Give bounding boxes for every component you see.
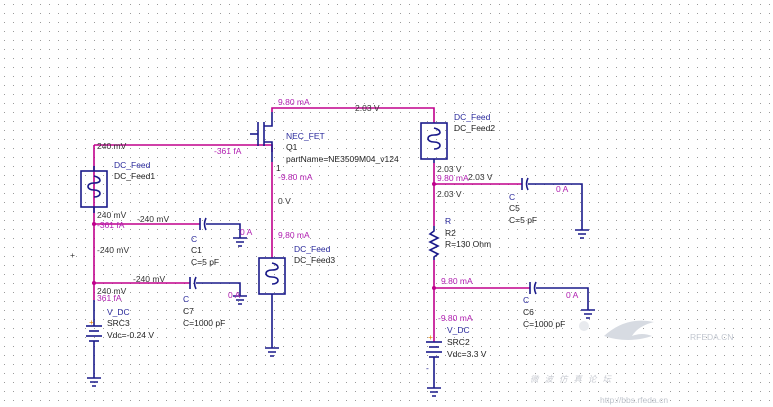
watermark: RFEDA.CN 微波仿真论坛 http://bbs.rfeda.cn (530, 320, 733, 405)
ann-r2-bottom-current: 9.80 mA (441, 276, 473, 286)
c6-type: C (523, 295, 529, 305)
resistor-r2[interactable] (428, 226, 440, 260)
r2-ref: R2 (445, 228, 456, 238)
capacitor-c7[interactable] (189, 276, 241, 296)
ann-c5-node-voltage: 2.03 V (468, 172, 493, 182)
source-src2[interactable] (426, 341, 442, 388)
cursor-cross: + (70, 250, 75, 260)
ann-c5-current: 0 A (556, 184, 569, 194)
c1-ref: C1 (191, 245, 202, 255)
r2-type: R (445, 216, 451, 226)
capacitor-c1[interactable] (199, 217, 241, 238)
ann-left-bottom-voltage: 240 mV (97, 286, 127, 296)
ground-feed3 (265, 347, 279, 357)
src3-ref: SRC3 (107, 318, 130, 328)
junctions (92, 182, 436, 290)
c1-value: C=5 pF (191, 257, 219, 267)
dc-feed1[interactable] (80, 166, 108, 213)
q1-type: NEC_FET (286, 131, 325, 141)
c7-type: C (183, 294, 189, 304)
capacitor-c6[interactable] (529, 281, 589, 310)
ann-src2-current: -9.80 mA (438, 313, 473, 323)
src2-value: Vdc=3.3 V (447, 349, 487, 359)
bird-logo-icon (579, 320, 654, 340)
ann-gate-current: -361 fA (214, 146, 242, 156)
ann-source-current: -9.80 mA (278, 172, 313, 182)
ground-c6 (581, 309, 595, 319)
src3-type: V_DC (107, 307, 130, 317)
q1-ref: Q1 (286, 142, 298, 152)
capacitor-c5[interactable] (521, 177, 583, 230)
feed3-ref: DC_Feed3 (294, 255, 335, 265)
ground-c7 (233, 295, 247, 305)
ann-feed1-voltage: 240 mV (97, 210, 127, 220)
c7-value: C=1000 pF (183, 318, 225, 328)
q1-part: partName=NE3509M04_v124 (286, 154, 399, 164)
ann-drain-current: 9.80 mA (278, 97, 310, 107)
ground-c5 (575, 229, 589, 239)
ann-feed1-current: -361 fA (97, 220, 125, 230)
c1-type: C (191, 234, 197, 244)
ann-c1-current: 0 A (240, 227, 253, 237)
dc-feed2[interactable] (420, 122, 448, 163)
ann-c7-current: 0 A (228, 290, 241, 300)
c6-value: C=1000 pF (523, 319, 565, 329)
src3-value: Vdc=-0.24 V (107, 330, 154, 340)
feed2-ref: DC_Feed2 (454, 123, 495, 133)
ann-c6-current: 0 A (566, 290, 579, 300)
dc-feed3[interactable] (258, 257, 286, 348)
q1-pin: 1 (276, 163, 281, 173)
ann-r-top-voltage: 2.03 V (437, 189, 462, 199)
source-src3[interactable] (86, 300, 102, 378)
feed3-type: DC_Feed (294, 244, 331, 254)
c6-ref: C6 (523, 307, 534, 317)
ann-feed2-current: 9.80 mA (437, 173, 469, 183)
src2-type: V_DC (447, 325, 470, 335)
watermark-title: 微波仿真论坛 (530, 374, 617, 385)
ann-feed2-voltage: 2.03 V (437, 164, 462, 174)
src2-ref: SRC2 (447, 337, 470, 347)
src2-minus: - (426, 363, 429, 373)
ann-c1-node-voltage: -240 mV (137, 214, 169, 224)
src3-plus: + (89, 317, 94, 327)
ann-c7-node-voltage: -240 mV (133, 274, 165, 284)
ground-src2 (427, 387, 441, 397)
c5-ref: C5 (509, 203, 520, 213)
src2-plus: + (428, 332, 433, 342)
ann-left-bottom-current: 361 fA (97, 293, 122, 303)
ann-mid-left-voltage: -240 mV (97, 245, 129, 255)
c7-ref: C7 (183, 306, 194, 316)
ground-src3 (87, 377, 101, 387)
c5-value: C=5 pF (509, 215, 537, 225)
ground-c1 (233, 237, 247, 247)
ann-feed3-current: 9.80 mA (278, 230, 310, 240)
r2-value: R=130 Ohm (445, 239, 491, 249)
ann-source-voltage: 0 V (278, 196, 291, 206)
ann-drain-voltage: 2.03 V (355, 103, 380, 113)
watermark-brand: RFEDA.CN (690, 332, 733, 342)
feed2-type: DC_Feed (454, 112, 491, 122)
feed1-type: DC_Feed (114, 160, 151, 170)
ann-gate-voltage: 240 mV (97, 141, 127, 151)
wire-drain (271, 107, 435, 123)
feed1-ref: DC_Feed1 (114, 171, 155, 181)
transistor-q1[interactable] (250, 112, 273, 162)
watermark-url: http://bbs.rfeda.cn (600, 395, 668, 405)
c5-type: C (509, 192, 515, 202)
